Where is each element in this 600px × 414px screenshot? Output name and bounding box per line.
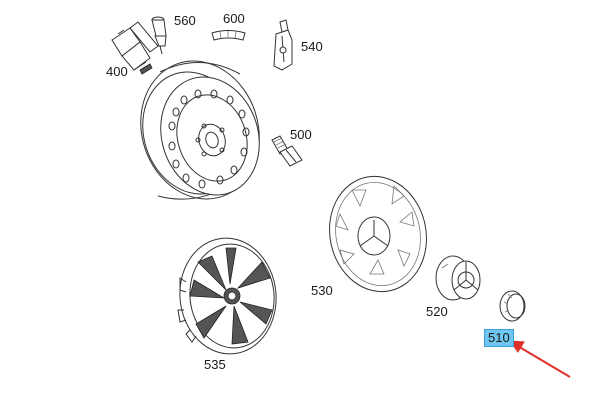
part-label-600: 600 xyxy=(223,11,245,26)
bracket-540 xyxy=(273,19,293,71)
wheel-bolt-500 xyxy=(271,135,303,167)
part-label-530: 530 xyxy=(311,283,333,298)
part-label-560: 560 xyxy=(174,13,196,28)
wheel-trim-535 xyxy=(177,237,277,355)
balance-weight-600 xyxy=(211,30,246,41)
valve-stem-560 xyxy=(151,16,167,55)
part-label-540: 540 xyxy=(301,39,323,54)
hub-cap-520 xyxy=(435,255,481,301)
part-label-510[interactable]: 510 xyxy=(484,329,514,347)
part-label-535: 535 xyxy=(204,357,226,372)
valve-sensor-400 xyxy=(111,21,159,75)
part-label-520: 520 xyxy=(426,304,448,319)
part-label-500: 500 xyxy=(290,127,312,142)
centre-cap-510 xyxy=(499,290,526,322)
steel-wheel-rim xyxy=(140,60,260,200)
pointer-arrow xyxy=(508,340,571,378)
wheel-cover-530 xyxy=(329,175,427,293)
part-label-400: 400 xyxy=(106,64,128,79)
